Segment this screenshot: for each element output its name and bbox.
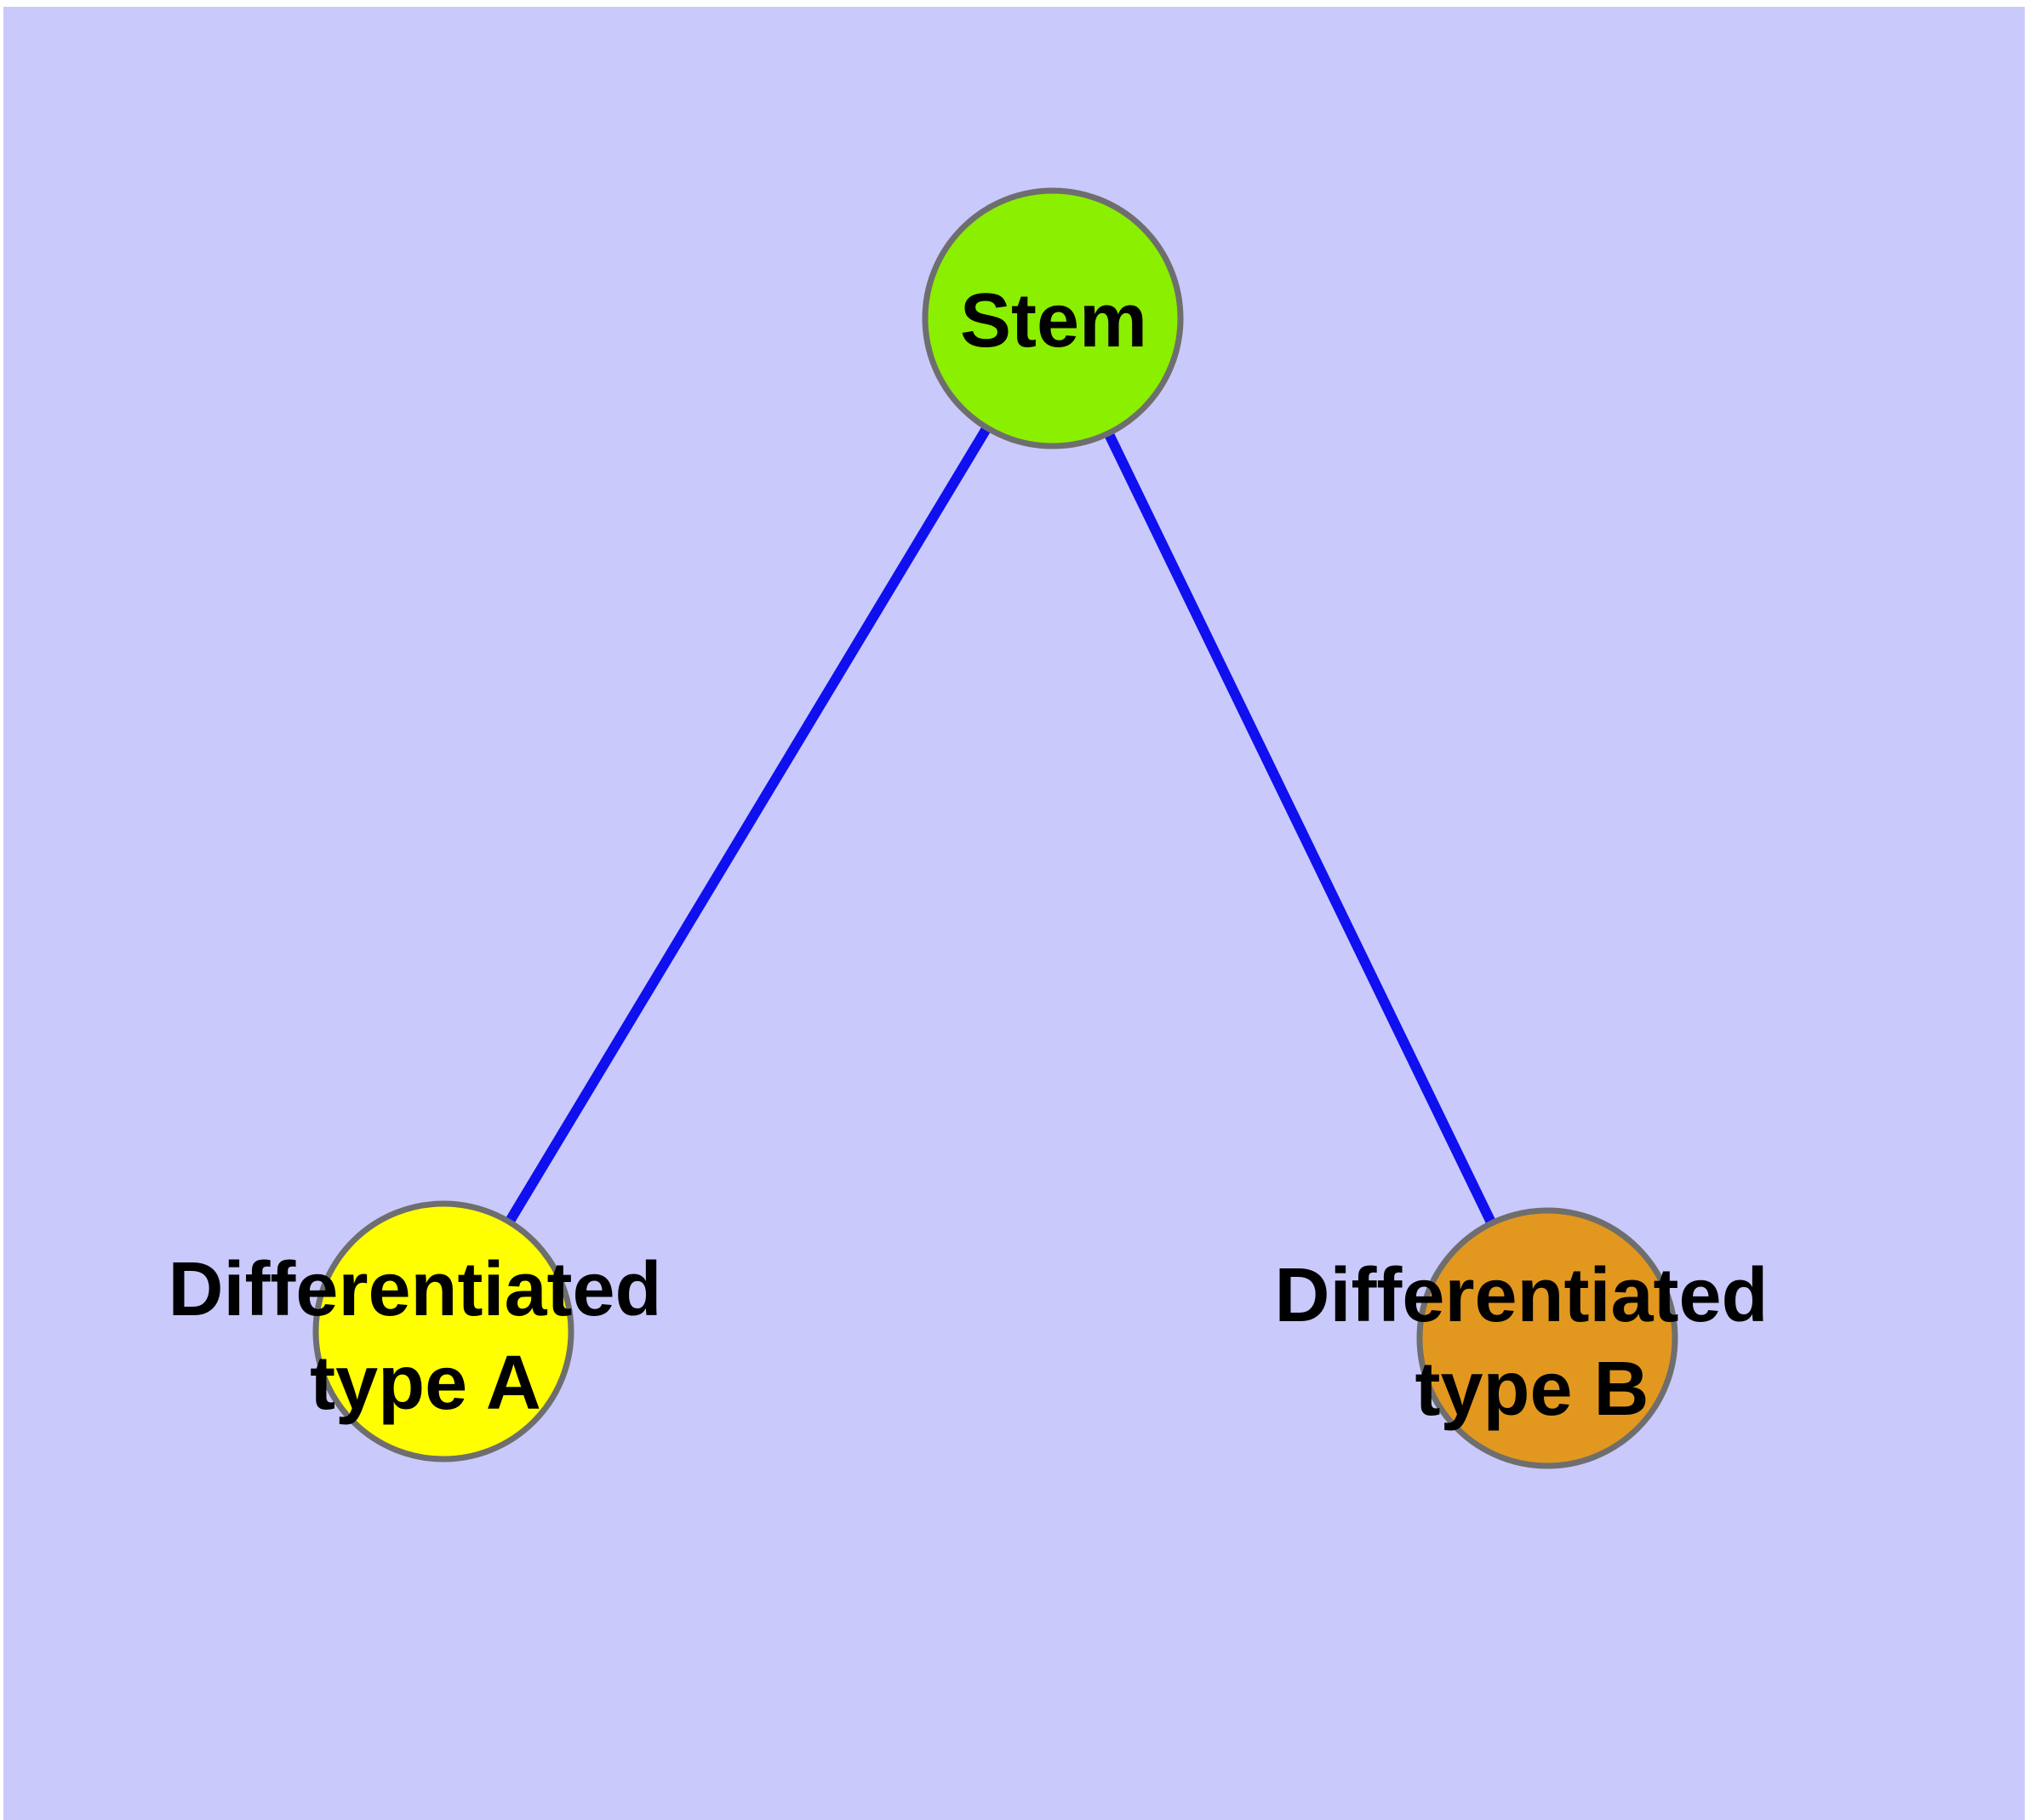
node-differentiated-type-a [312,1200,574,1462]
node-label-type-a-line2: type A [310,1341,541,1426]
node-label-type-a-line1: Differentiated [168,1247,661,1332]
node-stem [922,187,1184,449]
node-label-differentiated-type-a: Differentiated type A [168,1247,683,1426]
node-label-type-b-line2: type B [1415,1347,1649,1432]
node-label-differentiated-type-b: Differentiated type B [1274,1253,1789,1432]
node-label-type-b-line1: Differentiated [1274,1253,1768,1338]
node-label-stem-line1: Stem [960,278,1147,363]
node-differentiated-type-b [1416,1207,1678,1469]
node-label-stem: Stem [960,278,1147,363]
edge-stem-to-type-a [438,315,1058,1335]
edge-stem-to-type-b [1048,316,1552,1341]
